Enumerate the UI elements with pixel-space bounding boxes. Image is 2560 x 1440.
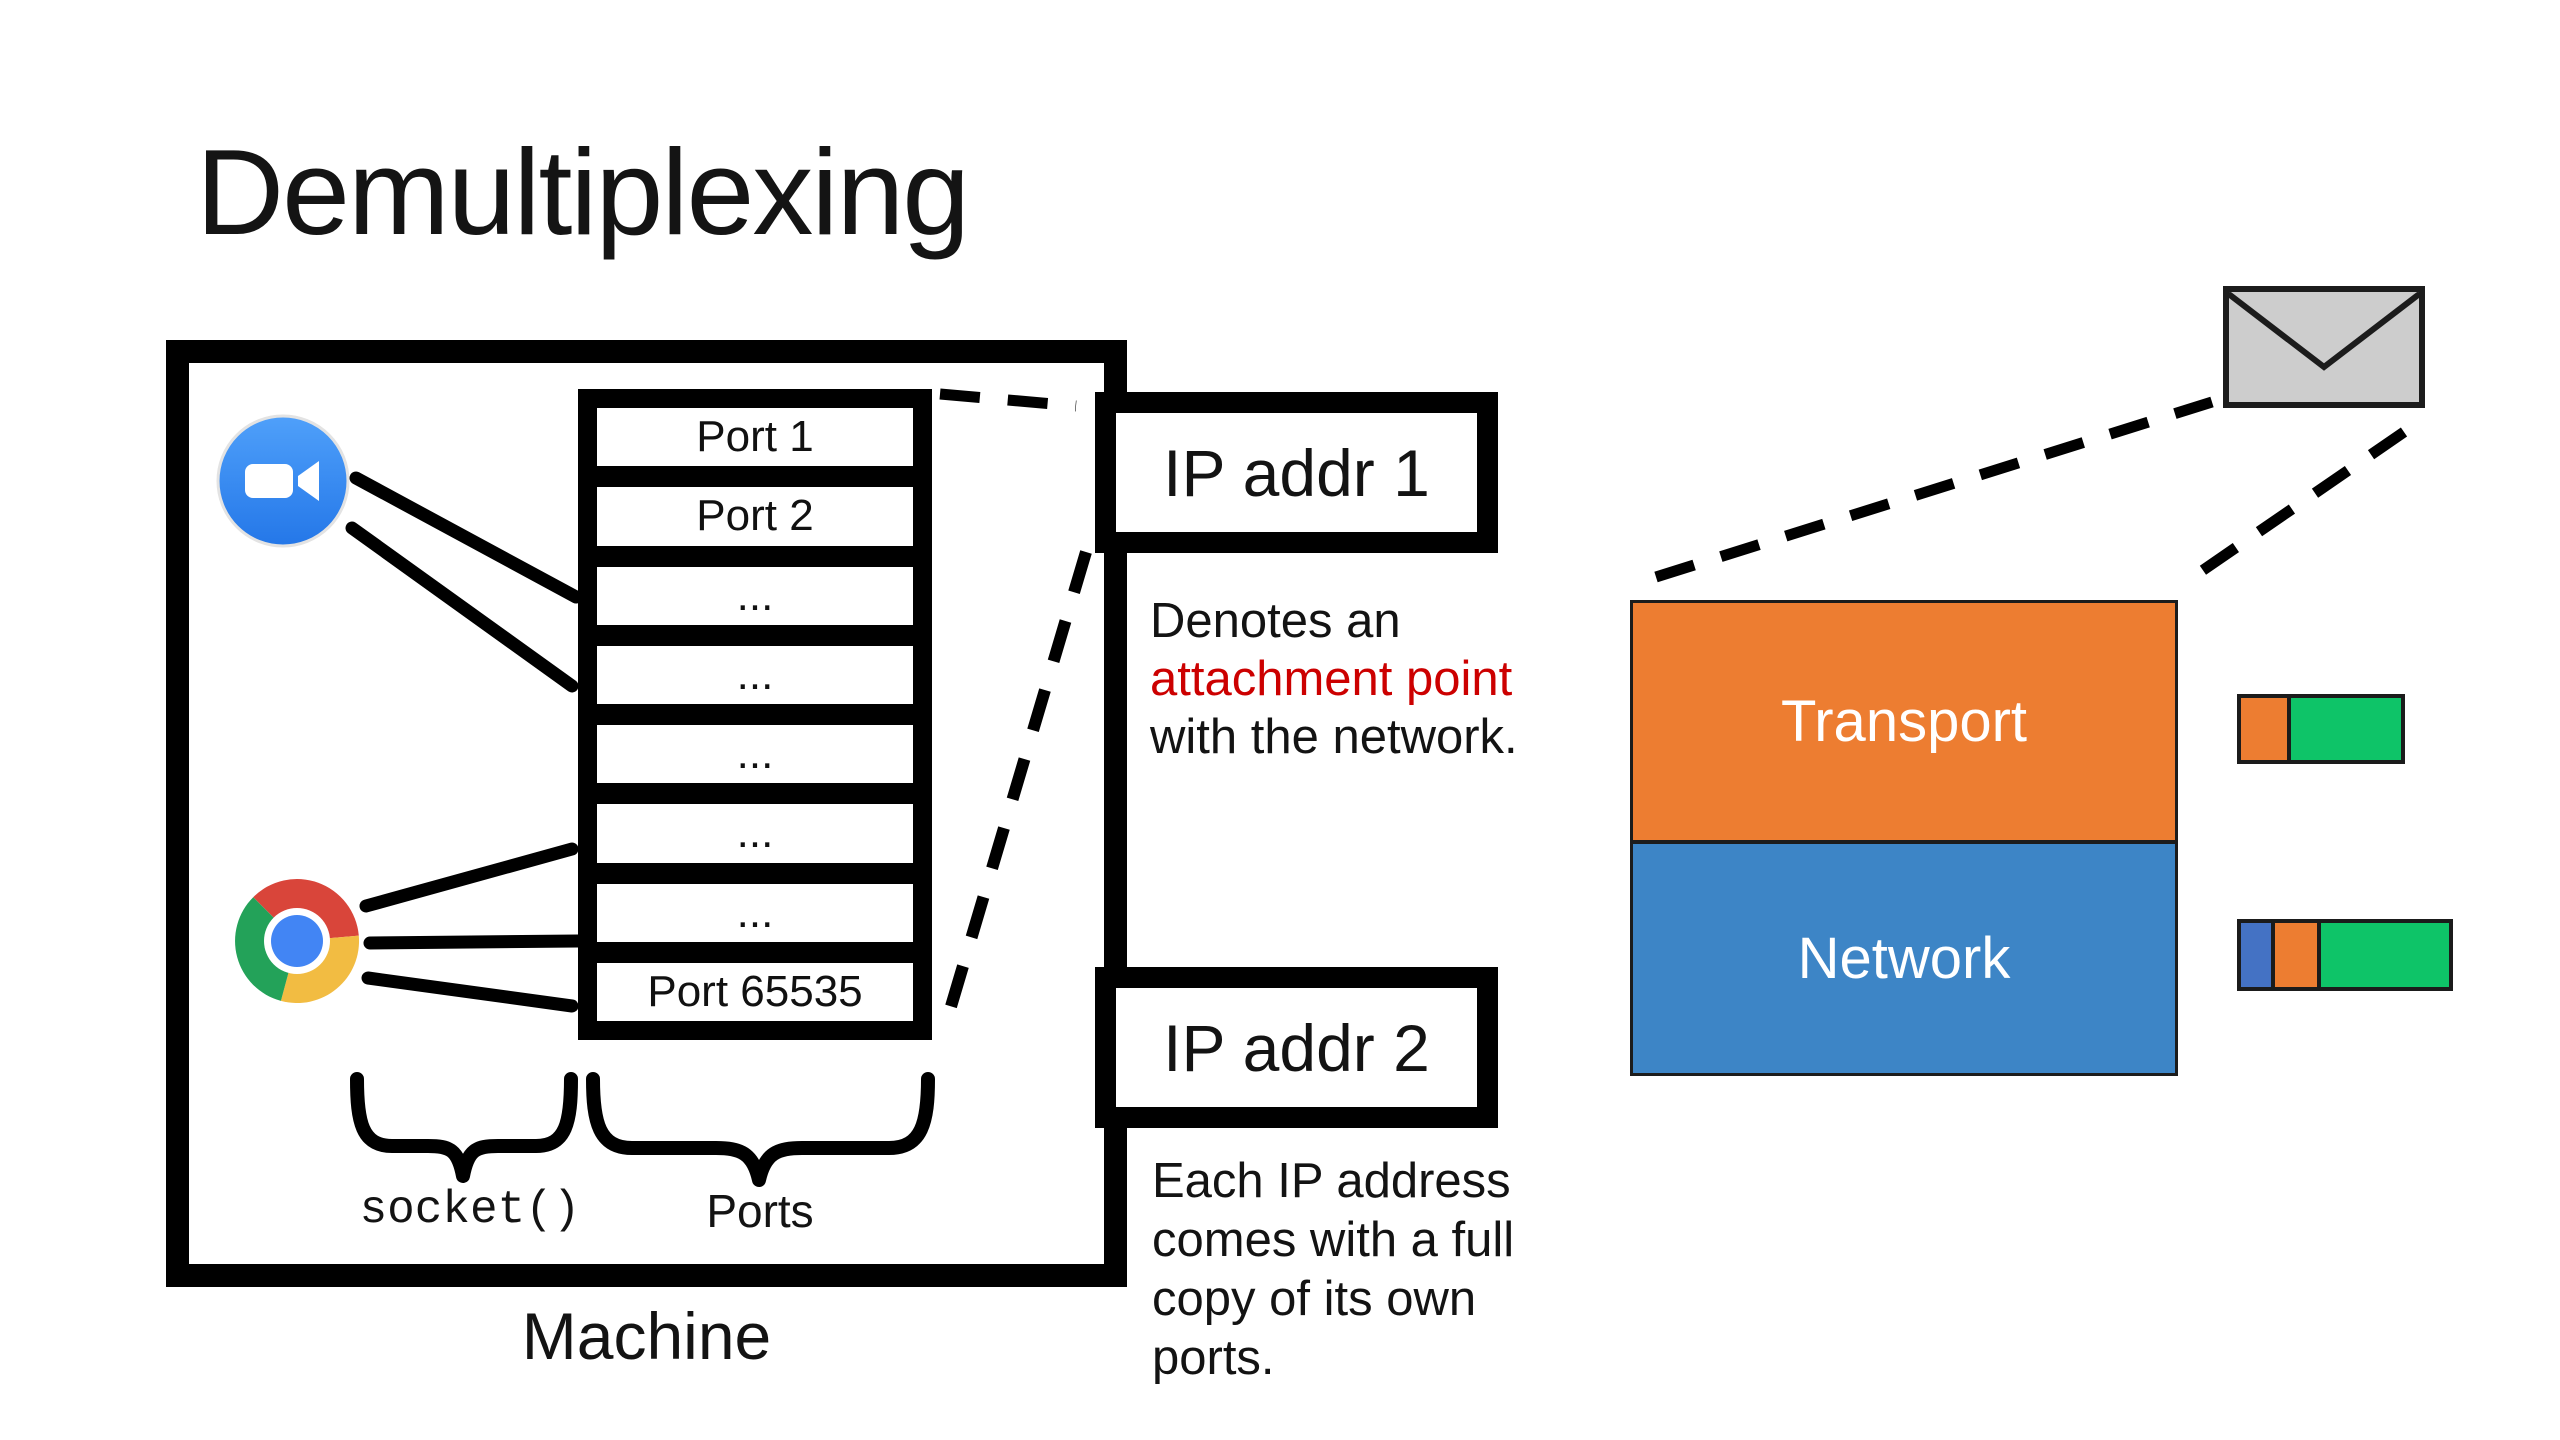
tcp-header-segment bbox=[2237, 694, 2291, 764]
port-row-ellipsis: ... bbox=[597, 883, 913, 942]
payload-segment bbox=[2317, 919, 2453, 991]
note-line: Each IP address bbox=[1152, 1154, 1511, 1208]
video-camera-lens-icon bbox=[298, 461, 319, 501]
note-line: comes with a full bbox=[1152, 1213, 1515, 1267]
port-row-ellipsis: ... bbox=[597, 566, 913, 625]
ip-addr-1-note: Denotes an attachment point with the net… bbox=[1150, 592, 1518, 766]
zoom-video-app-icon bbox=[216, 414, 350, 548]
chrome-blue-center bbox=[271, 915, 323, 967]
protocol-stack: Transport Network bbox=[1630, 600, 2178, 1076]
network-layer-label: Network bbox=[1797, 926, 2011, 991]
ip-addr-2-note: Each IP address comes with a full copy o… bbox=[1152, 1152, 1514, 1388]
port-row-ellipsis: ... bbox=[597, 645, 913, 704]
port-row-65535: Port 65535 bbox=[597, 962, 913, 1021]
envelope-packet-icon bbox=[2223, 286, 2425, 408]
ip-addr-2-box: IP addr 2 bbox=[1095, 967, 1498, 1128]
envelope-flap bbox=[2227, 292, 2421, 371]
network-packet-bar bbox=[2237, 919, 2453, 991]
port-row-label: Port 65535 bbox=[647, 966, 863, 1016]
ip-header-segment bbox=[2237, 919, 2275, 991]
port-row-label: Port 1 bbox=[696, 412, 814, 462]
ports-label: Ports bbox=[706, 1185, 814, 1237]
chrome-browser-app-icon bbox=[235, 879, 360, 1004]
port-row-label: Port 2 bbox=[696, 491, 814, 541]
payload-segment bbox=[2287, 694, 2405, 764]
port-row-label: ... bbox=[736, 570, 774, 620]
note-line: with the network. bbox=[1150, 710, 1518, 764]
ip-addr-1-label: IP addr 1 bbox=[1163, 435, 1430, 510]
port-row-ellipsis: ... bbox=[597, 804, 913, 863]
port-row-ellipsis: ... bbox=[597, 725, 913, 784]
ports-table: Port 1 Port 2 ... ... ... ... ... Port 6… bbox=[578, 389, 932, 1040]
ip-addr-2-label: IP addr 2 bbox=[1163, 1010, 1430, 1085]
ip-addr-1-box: IP addr 1 bbox=[1095, 392, 1498, 553]
port-row-1: Port 1 bbox=[597, 408, 913, 467]
attachment-point-highlight: attachment point bbox=[1150, 652, 1513, 706]
socket-label: socket() bbox=[359, 1184, 581, 1236]
port-row-label: ... bbox=[736, 887, 774, 937]
dashed-callout-line bbox=[2176, 427, 2408, 591]
port-row-label: ... bbox=[736, 649, 774, 699]
machine-label: Machine bbox=[521, 1299, 772, 1373]
note-line: Denotes an bbox=[1150, 594, 1401, 648]
video-camera-body-icon bbox=[245, 464, 293, 498]
transport-packet-bar bbox=[2237, 694, 2405, 764]
tcp-header-segment bbox=[2271, 919, 2321, 991]
port-row-2: Port 2 bbox=[597, 487, 913, 546]
note-line: copy of its own bbox=[1152, 1272, 1477, 1326]
dashed-callout-line bbox=[1654, 396, 2214, 583]
transport-layer-label: Transport bbox=[1780, 689, 2028, 754]
note-line: ports. bbox=[1152, 1331, 1275, 1385]
port-row-label: ... bbox=[736, 729, 774, 779]
port-row-label: ... bbox=[736, 808, 774, 858]
page-title: Demultiplexing bbox=[196, 124, 970, 260]
transport-layer: Transport bbox=[1633, 603, 2175, 840]
network-layer: Network bbox=[1633, 840, 2175, 1073]
envelope-body bbox=[2223, 286, 2425, 408]
